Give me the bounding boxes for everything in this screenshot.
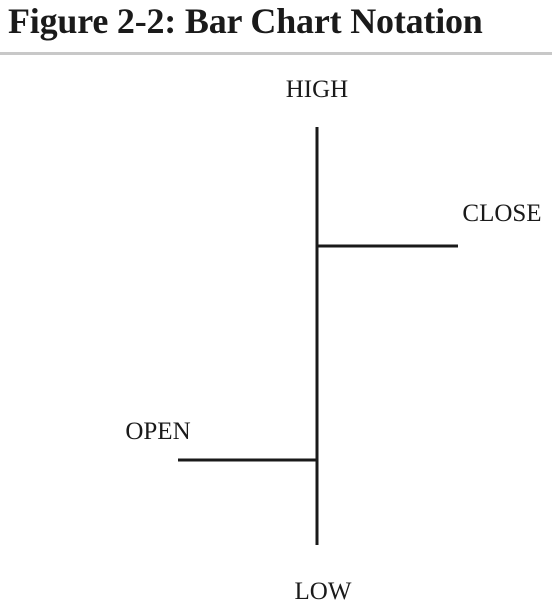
open-label: OPEN xyxy=(125,418,190,445)
close-label: CLOSE xyxy=(462,200,541,227)
high-label: HIGH xyxy=(286,76,349,103)
title-divider xyxy=(0,52,552,55)
low-label: LOW xyxy=(295,578,352,605)
figure-title: Figure 2-2: Bar Chart Notation xyxy=(8,1,483,41)
